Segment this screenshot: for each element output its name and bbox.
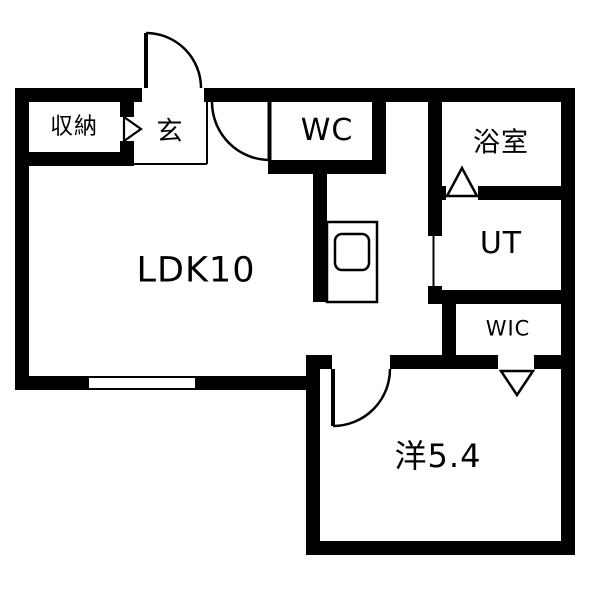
room-label-wc: WC	[300, 113, 354, 148]
room-label-western: 洋5.4	[394, 437, 482, 475]
wall-wc-bottom	[268, 160, 386, 174]
wall-bathroom-bottom-west	[428, 186, 446, 200]
wall-top-west	[15, 88, 142, 102]
wall-left	[15, 88, 29, 390]
wall-right	[561, 88, 575, 555]
kitchen-sink-icon	[333, 232, 371, 272]
wall-ldk-bottom-east	[196, 376, 320, 390]
wall-bathroom-left	[428, 88, 442, 200]
western-door-arc-icon	[332, 368, 392, 428]
room-label-ldk: LDK10	[136, 250, 256, 291]
room-label-bathroom: 浴室	[473, 127, 529, 159]
wall-wic-left	[442, 290, 456, 369]
wall-bottom	[306, 541, 575, 555]
wall-utility-bottom	[442, 290, 575, 304]
wall-western-top-3	[534, 355, 575, 369]
wall-wc-right	[372, 88, 386, 174]
ldk-window	[87, 376, 197, 390]
room-label-entrance: 玄	[156, 117, 184, 147]
wall-kitchen-stub	[313, 168, 327, 302]
wc-door-arc-icon	[210, 101, 270, 162]
entrance-door-arc-icon	[145, 31, 203, 89]
wall-storage-right-upper	[120, 102, 134, 117]
storage-door-triangle-icon	[122, 114, 143, 144]
room-label-utility: UT	[479, 226, 523, 261]
bathroom-door-triangle-icon	[444, 165, 480, 198]
wall-western-top-1	[306, 355, 332, 369]
room-label-wic: WIC	[485, 316, 531, 341]
wic-door-triangle-icon	[498, 369, 536, 398]
wall-western-left	[306, 355, 320, 555]
room-label-storage: 収納	[50, 113, 98, 140]
wall-bathroom-bottom-east	[478, 186, 575, 200]
wall-storage-right-lower	[120, 141, 134, 166]
wall-top-main	[204, 88, 575, 102]
wall-utility-left-lower	[428, 286, 442, 304]
wall-storage-bottom	[15, 152, 134, 166]
wall-ldk-bottom-west	[15, 376, 88, 390]
wall-utility-left-upper	[428, 200, 442, 236]
